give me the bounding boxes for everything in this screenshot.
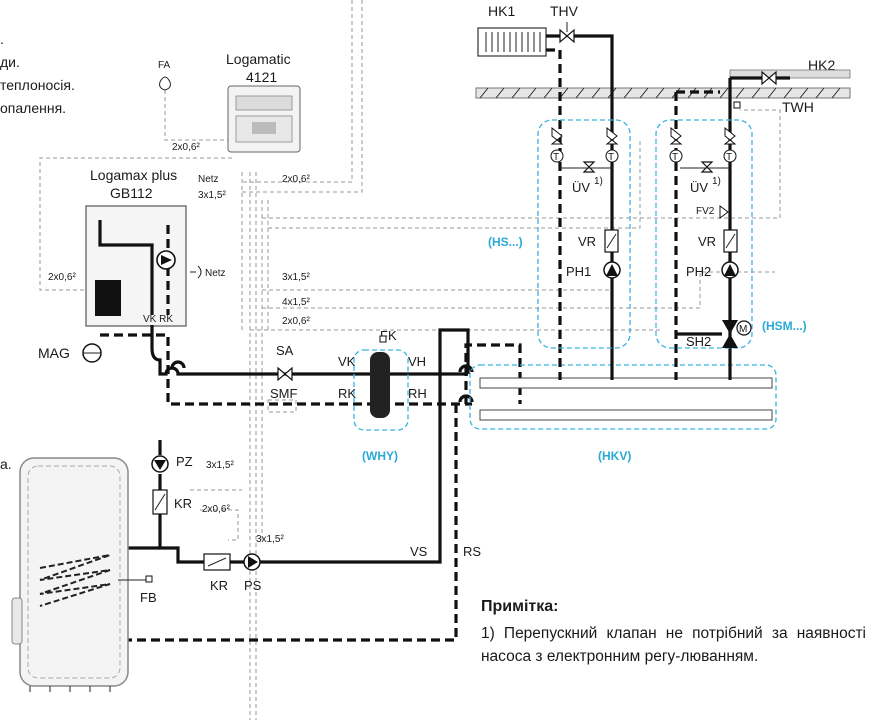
cable-label: 3x1,5² [206, 460, 234, 471]
why-group-label: (WHY) [362, 449, 398, 463]
thermometer-label: T [726, 152, 732, 163]
boiler-label-1: Logamax plus [90, 167, 177, 183]
smf-label: SMF [270, 386, 298, 401]
heating-group-hsm: (HSM...) T T ÜV 1) FV2 VR PH2 M SH2 [655, 119, 807, 349]
thv-valve-icon [559, 28, 575, 44]
sa-label: SA [276, 343, 294, 358]
hydraulic-switch-why: FK VK RK VH RH (WHY) [338, 328, 427, 463]
supply-pipes [128, 325, 470, 564]
expansion-vessel-mag: MAG [38, 343, 102, 363]
valve-sa: SA SMF [270, 343, 298, 401]
note-title: Примітка: [481, 598, 559, 615]
logamatic-label-2: 4121 [246, 69, 277, 85]
cable-label: 3x1,5² [282, 272, 310, 283]
footnote-mark: 1) [712, 176, 721, 187]
hk2-label: HK2 [808, 57, 835, 73]
cable-label: 2x0,6² [172, 142, 200, 153]
dhw-storage-tank: FB [11, 457, 157, 692]
legend-line: ди. [0, 54, 20, 70]
radiator-hk1: HK1 THV [477, 3, 614, 380]
note-text: 1) Перепускний клапан не потрібний за на… [481, 625, 866, 665]
pz-label: PZ [176, 454, 193, 469]
ps-label: PS [244, 578, 262, 593]
rk-label: RK [338, 386, 356, 401]
boiler-vk-rk-label: VK RK [143, 314, 173, 325]
legend-fragment-lower: а. [0, 456, 12, 472]
cable-label: 4x1,5² [282, 297, 310, 308]
logamatic-controller: Logamatic 4121 [226, 51, 301, 153]
kr-label: KR [210, 578, 228, 593]
fa-label: FA [158, 60, 171, 71]
cable-label: 3x1,5² [256, 534, 284, 545]
legend-line: опалення. [0, 100, 67, 116]
vs-label: VS [410, 544, 428, 559]
footnote-mark: 1) [594, 176, 603, 187]
hs-group-label: (HS...) [488, 235, 523, 249]
netz-label: Netz [205, 268, 226, 279]
logamatic-label-1: Logamatic [226, 51, 291, 67]
twh-label: TWH [782, 99, 814, 115]
footnote-block: Примітка: 1) Перепускний клапан не потрі… [481, 598, 866, 668]
legend-fragments: . ди. теплоносія. опалення. [0, 28, 110, 120]
motor-label: M [739, 324, 747, 335]
hk1-label: HK1 [488, 3, 515, 19]
check-valve-kr-lower: KR [203, 553, 231, 593]
fv2-label: FV2 [696, 206, 715, 217]
vh-label: VH [408, 354, 426, 369]
hsm-group-label: (HSM...) [762, 319, 807, 333]
check-valve-kr-upper: KR [152, 489, 192, 515]
cable-label: 2x0,6² [202, 504, 230, 515]
outdoor-sensor-fa: FA [158, 60, 171, 91]
circulation-pump-pz: PZ [151, 454, 193, 473]
return-pipes [100, 333, 522, 642]
thermometer-label: T [553, 152, 559, 163]
floor-slab [475, 87, 851, 99]
manifold-hkv: (HKV) [469, 364, 777, 463]
plug-icon [197, 265, 202, 279]
legend-line: теплоносія. [0, 77, 75, 93]
rs-label: RS [463, 544, 481, 559]
thv-label: THV [550, 3, 579, 19]
hkv-group-label: (HKV) [598, 449, 631, 463]
ph2-label: PH2 [686, 264, 711, 279]
boiler-gb112: Logamax plus GB112 VK RK Netz [85, 167, 226, 327]
cable-label: 2x0,6² [282, 174, 310, 185]
vk-label: VK [338, 354, 356, 369]
cable-label: 3x1,5² [198, 190, 226, 201]
cable-label: 2x0,6² [282, 316, 310, 327]
cable-label: 2x0,6² [48, 272, 76, 283]
thermometer-label: T [608, 152, 614, 163]
cable-label: Netz [198, 174, 219, 185]
mag-label: MAG [38, 345, 70, 361]
charge-pump-ps: PS [243, 553, 262, 593]
uv-label: ÜV [572, 180, 590, 195]
kr-label: KR [174, 496, 192, 511]
sh2-label: SH2 [686, 334, 711, 349]
vr-label: VR [698, 234, 716, 249]
heating-group-hs: (HS...) T T ÜV 1) VR PH1 [488, 119, 631, 349]
vr-label: VR [578, 234, 596, 249]
ph1-label: PH1 [566, 264, 591, 279]
rh-label: RH [408, 386, 427, 401]
fb-label: FB [140, 590, 157, 605]
legend-line: . [0, 31, 4, 47]
boiler-label-2: GB112 [110, 185, 153, 201]
uv-label: ÜV [690, 180, 708, 195]
thermometer-label: T [672, 152, 678, 163]
